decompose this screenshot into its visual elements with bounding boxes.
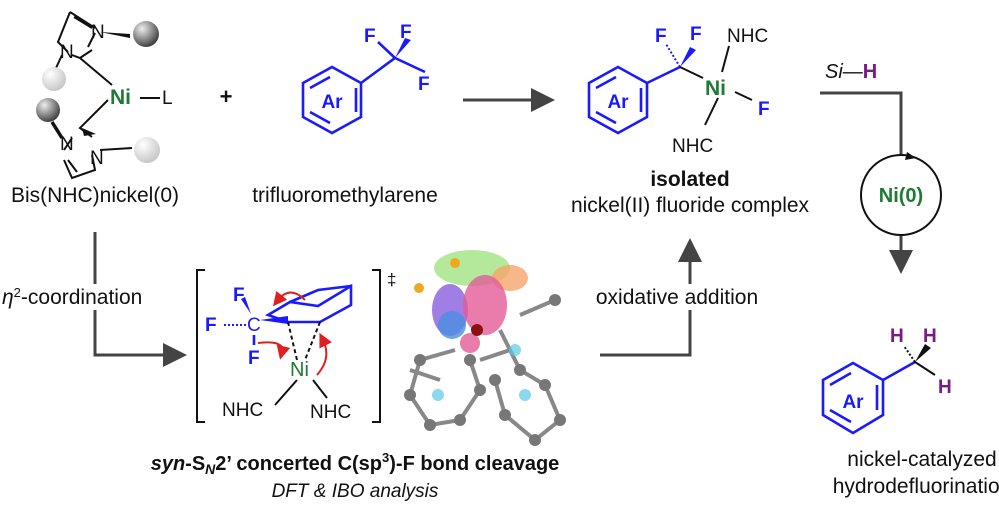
substituent-sphere-light <box>42 67 66 91</box>
nhc-ligand: NHC <box>310 402 351 423</box>
coordination-text: -coordination <box>21 286 142 309</box>
atom-f: F <box>364 26 376 47</box>
atom-f: F <box>690 24 702 45</box>
nickel-fluoride-complex-structure: F F Ar Ni F NHC NHC <box>587 24 770 157</box>
silane-feed-line <box>820 91 903 155</box>
oxidative-addition-label: oxidative addition <box>596 286 758 309</box>
nhc-ligand: NHC <box>727 26 768 47</box>
catalyst-label: Ni(0) <box>879 185 923 207</box>
h-label: H <box>863 61 877 83</box>
ligand-l: L <box>162 88 173 109</box>
atom-ni: Ni <box>290 359 309 381</box>
ar-label: Ar <box>842 392 864 413</box>
ibo-orbital-render <box>404 250 566 446</box>
atom-n: N <box>60 134 74 155</box>
plus-sign: + <box>220 84 233 109</box>
right-bracket <box>372 269 381 423</box>
product-name-line1: nickel-catalyzed <box>847 448 996 471</box>
silane-reagent: Si—H <box>825 61 877 83</box>
left-bracket <box>196 269 205 423</box>
caption-text: 2’ concerted C(sp <box>215 453 382 475</box>
caption-s: -S <box>185 453 205 475</box>
atom-f: F <box>655 26 667 47</box>
reagent-name: Bis(NHC)nickel(0) <box>11 184 179 207</box>
atom-f: F <box>205 315 217 336</box>
mechanism-subtitle: DFT & IBO analysis <box>272 481 439 502</box>
substituent-sphere-dark <box>36 98 60 122</box>
atom-f: F <box>248 348 260 369</box>
catalytic-cycle-circle <box>860 154 942 236</box>
cycle-arrowhead <box>905 152 916 160</box>
atom-f: F <box>400 22 412 43</box>
nhc-ligand: NHC <box>672 136 713 157</box>
product-structure: Ar H H H <box>821 326 952 435</box>
coordination-arrow <box>93 232 187 367</box>
ar-label: Ar <box>607 92 629 113</box>
caption-superscript: 3 <box>382 450 389 465</box>
atom-n: N <box>91 22 105 43</box>
substituent-sphere-light <box>134 137 160 163</box>
caption-n-subscript: N <box>205 461 216 477</box>
transition-state-structure: ‡ F F C F Ni NHC NHC <box>196 269 396 423</box>
eta-symbol: η <box>2 286 14 309</box>
nhc-ligand: NHC <box>222 400 263 421</box>
isolated-label: isolated <box>650 168 729 191</box>
substrate-name: trifluoromethylarene <box>252 184 438 207</box>
eta-superscript: 2 <box>14 285 21 300</box>
atom-ni: Ni <box>110 86 131 109</box>
atom-n: N <box>90 148 104 169</box>
bis-nhc-nickel-structure: N N N N Ni L <box>36 11 173 180</box>
dagger-symbol: ‡ <box>387 270 396 289</box>
atom-f: F <box>233 285 245 306</box>
atom-c: C <box>247 315 261 336</box>
atom-f: F <box>758 99 770 120</box>
si-label: Si <box>825 61 843 83</box>
substituent-sphere-dark <box>133 21 159 47</box>
atom-f: F <box>418 74 430 95</box>
atom-h: H <box>923 326 937 347</box>
atom-h: H <box>890 326 904 347</box>
caption-syn: syn <box>151 453 185 475</box>
trifluoromethylarene-structure: Ar F F F <box>301 22 430 135</box>
atom-ni: Ni <box>705 77 726 100</box>
mechanism-caption: syn-SN2’ concerted C(sp3)-F bond cleavag… <box>151 450 560 477</box>
atom-n: N <box>60 42 74 63</box>
complex-name: nickel(II) fluoride complex <box>571 194 810 217</box>
product-name-line2: hydrodefluorination <box>833 475 999 498</box>
atom-h: H <box>938 377 952 398</box>
caption-text: )-F bond cleavage <box>389 453 559 475</box>
ar-label: Ar <box>321 92 343 113</box>
coordination-label: η2-coordination <box>2 285 142 310</box>
